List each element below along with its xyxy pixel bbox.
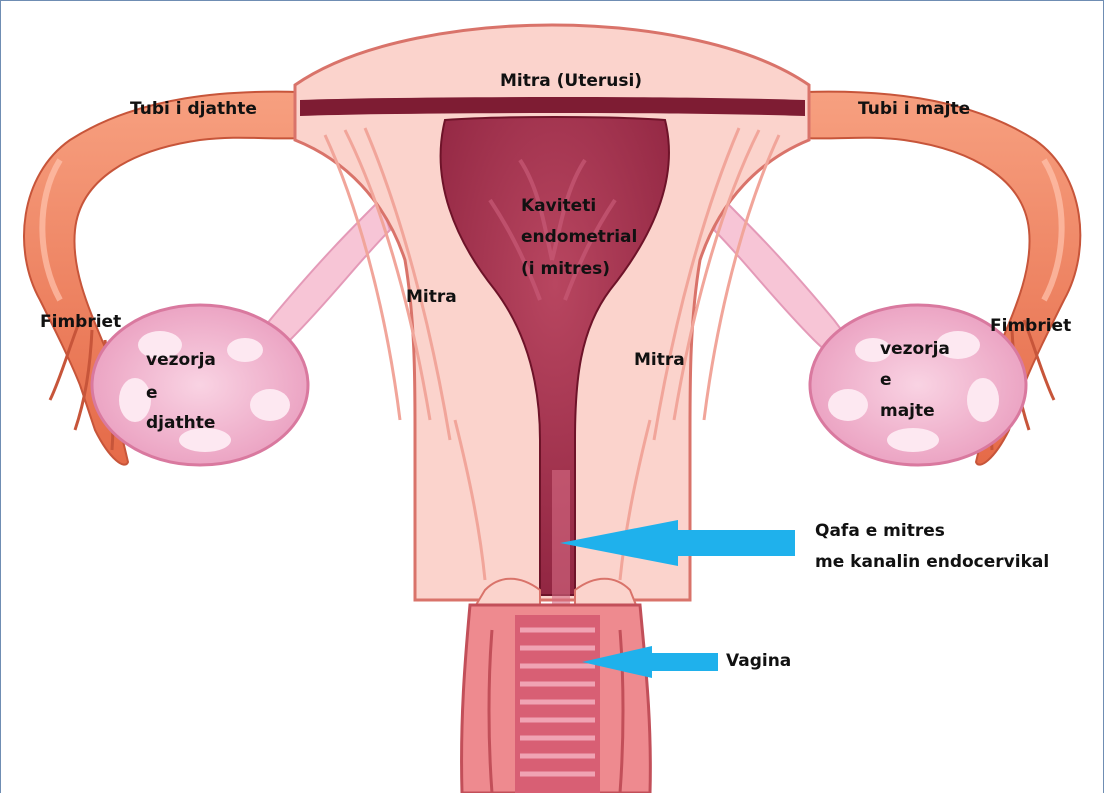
- label-cervix-line-2: me kanalin endocervikal: [815, 549, 1049, 576]
- label-wall-left: Mitra: [406, 284, 457, 311]
- label-tube-right: Tubi i djathte: [130, 96, 257, 123]
- label-ovary-left-line-3: majte: [880, 398, 935, 425]
- label-wall-right: Mitra: [634, 347, 685, 374]
- label-cavity-line-3: (i mitres): [521, 256, 610, 283]
- label-cervix-line-1: Qafa e mitres: [815, 518, 945, 545]
- vagina: [462, 605, 651, 793]
- ovary-right: [92, 305, 308, 465]
- label-ovary-right-line-2: e: [146, 380, 158, 407]
- label-cavity-line-2: endometrial: [521, 224, 637, 251]
- label-ovary-right-line-3: djathte: [146, 410, 215, 437]
- label-ovary-left-line-2: e: [880, 367, 892, 394]
- label-ovary-right-line-1: vezorja: [146, 347, 216, 374]
- label-fimbriae-right: Fimbriet: [40, 309, 121, 336]
- label-ovary-left-line-1: vezorja: [880, 336, 950, 363]
- label-uterus: Mitra (Uterusi): [500, 68, 642, 95]
- label-cavity-line-1: Kaviteti: [521, 193, 596, 220]
- label-fimbriae-left: Fimbriet: [990, 313, 1071, 340]
- label-tube-left: Tubi i majte: [858, 96, 970, 123]
- label-vagina: Vagina: [726, 648, 791, 675]
